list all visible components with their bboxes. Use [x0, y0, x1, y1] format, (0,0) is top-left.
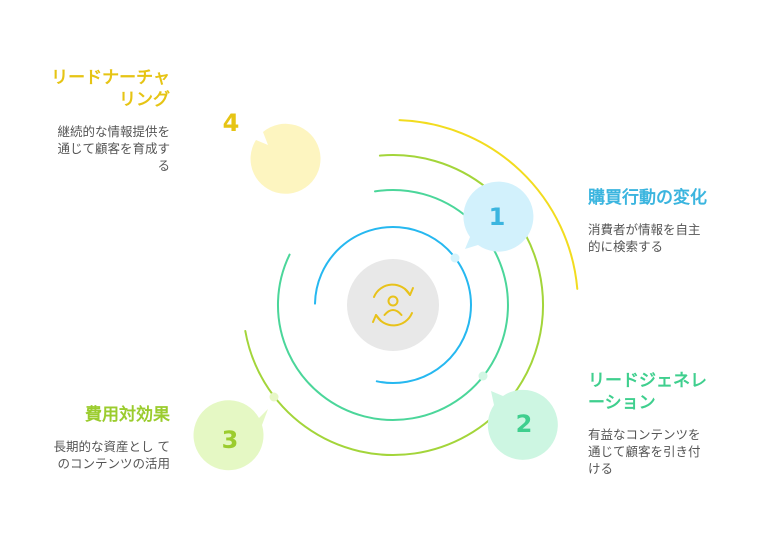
- step-1-desc-line-2: 的に検索する: [588, 239, 664, 254]
- step-4-desc-line-3: る: [157, 158, 170, 173]
- step-2-desc-line-1: 有益なコンテンツを: [588, 427, 701, 442]
- step-4-number: 4: [223, 109, 240, 137]
- step-2-desc-line-3: ける: [588, 461, 614, 476]
- step-3-label: 費用対効果 長期的な資産とし て のコンテンツの活用: [20, 404, 170, 472]
- step-1-label: 購買行動の変化 消費者が情報を自主 的に検索する: [588, 187, 738, 255]
- step-4-title-line-1: リードナーチャ: [51, 68, 170, 88]
- ring-yellow: [398, 119, 579, 290]
- step-2-desc: 有益なコンテンツを 通じて顧客を引き付 ける: [588, 426, 738, 477]
- step-3-desc-line-2: のコンテンツの活用: [57, 456, 170, 471]
- step-1-bubble: 1: [463, 181, 534, 252]
- step-2-bubble: 2: [487, 389, 558, 460]
- step-3-desc-line-1: 長期的な資産とし て: [53, 439, 170, 454]
- step-1-desc: 消費者が情報を自主 的に検索する: [588, 221, 738, 255]
- dot-1: [450, 253, 460, 263]
- step-2-title-line-2: ーション: [588, 393, 656, 413]
- step-4-title: リードナーチャ リング: [20, 67, 170, 111]
- dot-3: [269, 392, 279, 402]
- step-1-desc-line-1: 消費者が情報を自主: [588, 222, 701, 237]
- step-3-title: 費用対効果: [85, 405, 170, 425]
- dot-2: [478, 371, 488, 381]
- step-2-number: 2: [516, 410, 533, 438]
- step-4-bubble: 4: [223, 109, 321, 194]
- step-3-bubble: 3: [193, 400, 268, 471]
- step-2-title-line-1: リードジェネレ: [588, 371, 707, 391]
- step-1-title: 購買行動の変化: [588, 188, 707, 208]
- user-refresh-icon: [372, 283, 414, 327]
- step-4-title-line-2: リング: [119, 90, 170, 110]
- step-3-desc: 長期的な資産とし て のコンテンツの活用: [20, 438, 170, 472]
- step-4-desc-line-2: 通じて顧客を育成す: [57, 141, 170, 156]
- step-4-desc: 継続的な情報提供を 通じて顧客を育成す る: [20, 123, 170, 174]
- step-4-label: リードナーチャ リング 継続的な情報提供を 通じて顧客を育成す る: [20, 67, 170, 174]
- step-3-number: 3: [222, 426, 239, 454]
- step-2-title: リードジェネレ ーション: [588, 370, 738, 414]
- step-2-desc-line-2: 通じて顧客を引き付: [588, 444, 701, 459]
- step-4-desc-line-1: 継続的な情報提供を: [57, 124, 170, 139]
- step-1-number: 1: [489, 203, 506, 231]
- step-2-label: リードジェネレ ーション 有益なコンテンツを 通じて顧客を引き付 ける: [588, 370, 738, 477]
